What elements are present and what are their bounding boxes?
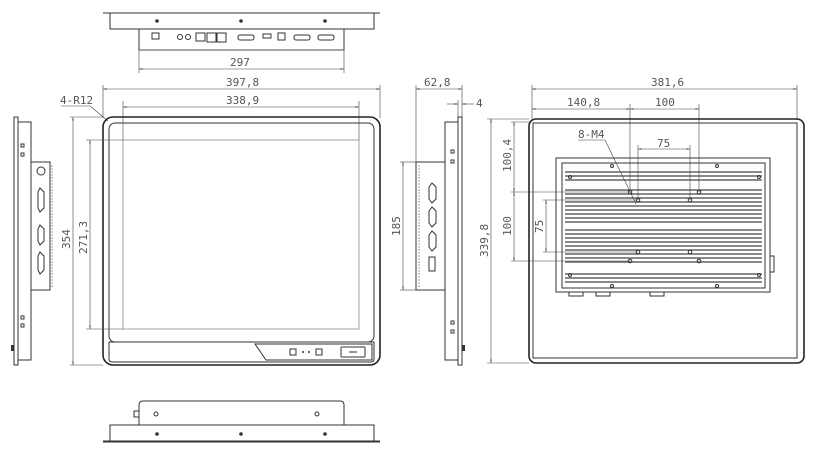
screw-icon (323, 19, 327, 23)
vesa-hole-icon (696, 189, 702, 195)
io-ports (151, 32, 335, 43)
usb-port-icon (340, 346, 366, 358)
screw-icon (155, 19, 159, 23)
dim-mount-offset-x: 140,8 (567, 96, 600, 109)
power-button[interactable] (289, 348, 297, 356)
rear-view: 381,6 140,8 100 75 8-M4 (478, 76, 805, 364)
dim-overall-height: 354 (60, 229, 73, 249)
vesa-hole-icon (687, 249, 693, 255)
led-icon (308, 351, 310, 353)
vesa-hole-icon (687, 197, 693, 203)
dim-chassis-width: 297 (230, 56, 250, 69)
dim-display-height: 271,3 (77, 221, 90, 254)
front-view: 397,8 338,9 4-R12 354 271,3 (60, 76, 381, 366)
right-side-view: 62,8 4 185 (390, 76, 483, 366)
dim-bezel-thickness: 4 (476, 97, 483, 110)
dim-screw-spec: 8-M4 (578, 128, 605, 141)
dim-mount-offset-y: 100,4 (501, 139, 514, 172)
vesa-hole-icon (696, 258, 702, 264)
screw-icon (239, 19, 243, 23)
dim-vesa-100-y: 100 (501, 216, 514, 236)
top-view: 297 (103, 12, 380, 73)
menu-button[interactable] (315, 348, 323, 356)
left-side-view (11, 116, 53, 366)
dim-vesa-75-y: 75 (533, 220, 546, 233)
dim-vesa-100-x: 100 (655, 96, 675, 109)
dim-vesa-75-x: 75 (657, 137, 670, 150)
dim-chassis-height: 185 (390, 216, 403, 236)
dim-display-width: 338,9 (226, 94, 259, 107)
dim-rear-height: 339,8 (478, 224, 491, 257)
dim-rear-width: 381,6 (651, 76, 684, 89)
dim-overall-width: 397,8 (226, 76, 259, 89)
led-icon (302, 351, 304, 353)
bottom-view (103, 400, 380, 443)
heatsink (555, 157, 775, 297)
dim-corner-radius: 4-R12 (60, 94, 93, 107)
dim-depth: 62,8 (424, 76, 451, 89)
